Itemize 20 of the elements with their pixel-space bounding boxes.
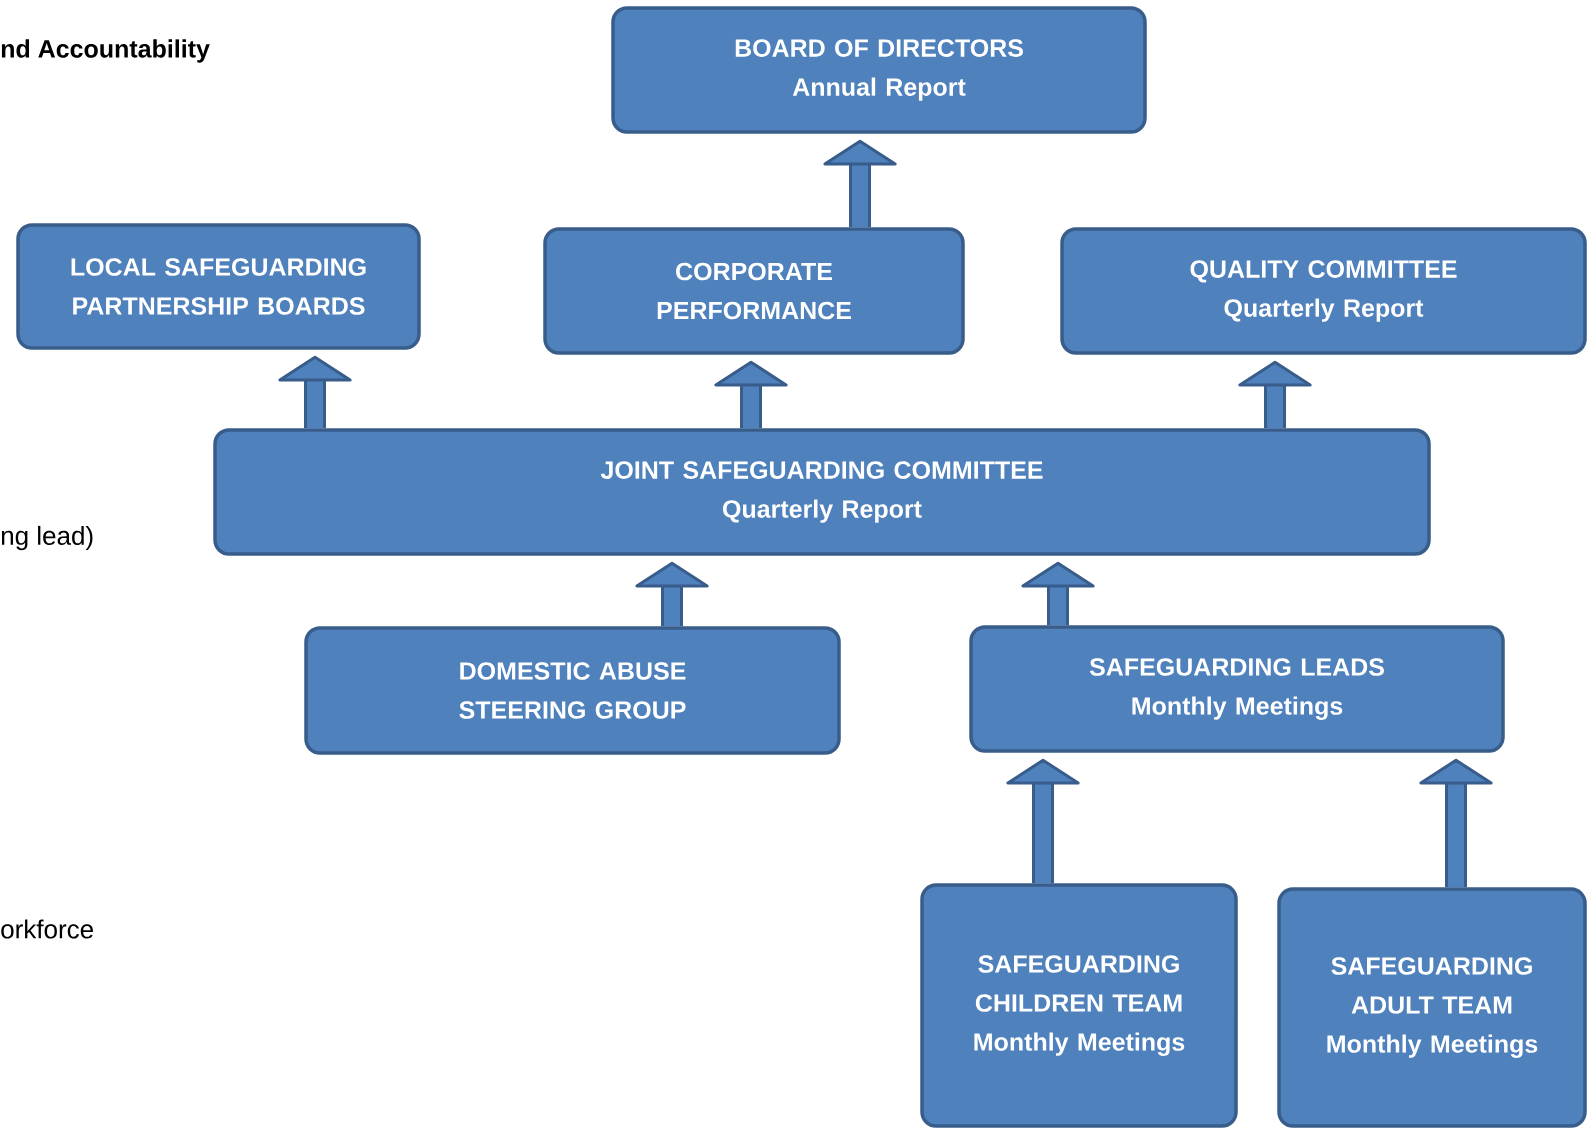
committee-box: QUALITY COMMITTEE Quarterly Report — [1060, 227, 1587, 355]
committee-box: JOINT SAFEGUARDING COMMITTEE Quarterly Report — [213, 428, 1431, 556]
committee-box: SAFEGUARDING LEADS Monthly Meetings — [969, 625, 1505, 753]
committee-box: DOMESTIC ABUSE STEERING GROUP — [304, 626, 841, 755]
committee-box: LOCAL SAFEGUARDING PARTNERSHIP BOARDS — [16, 223, 421, 350]
committee-box: SAFEGUARDING CHILDREN TEAM Monthly Meetings — [920, 883, 1238, 1128]
note-text: ng lead) — [1, 525, 93, 551]
committee-box: BOARD OF DIRECTORS Annual Report — [611, 6, 1147, 134]
committee-box: SAFEGUARDING ADULT TEAM Monthly Meetings — [1277, 887, 1587, 1128]
committee-box: CORPORATE PERFORMANCE — [543, 227, 965, 355]
block-arrow — [635, 561, 709, 627]
block-arrow — [823, 139, 897, 228]
block-arrow — [1006, 758, 1080, 884]
note-text: orkforce — [1, 919, 93, 939]
block-arrow — [714, 360, 788, 429]
heading: nd Accountability — [1, 39, 210, 63]
block-arrow — [1238, 360, 1312, 429]
block-arrow — [278, 355, 352, 429]
block-arrow — [1021, 561, 1095, 626]
block-arrow — [1419, 758, 1493, 888]
